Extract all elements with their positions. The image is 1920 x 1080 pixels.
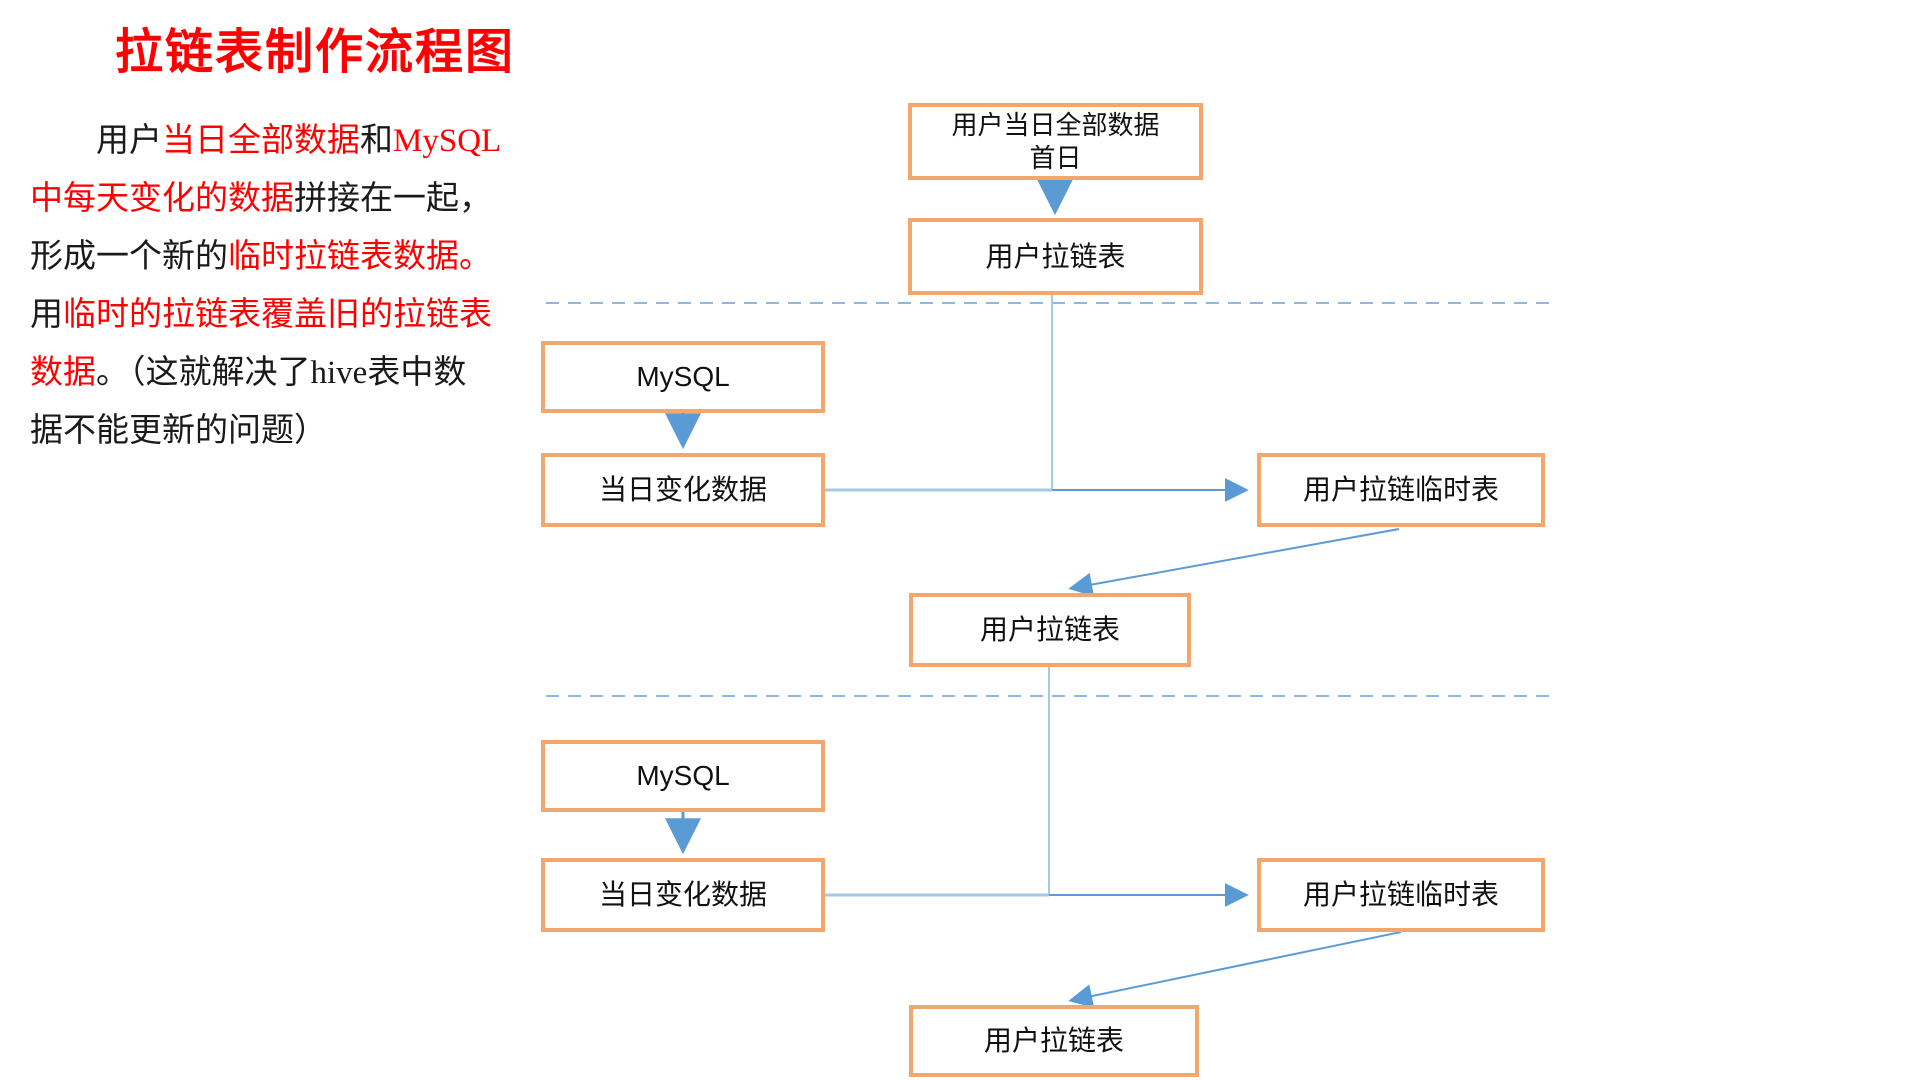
flow-box-label: MySQL (636, 361, 730, 392)
flow-box-label: 用户拉链表 (985, 240, 1126, 272)
text-run-emphasis: MySQL (393, 123, 502, 159)
text-run-emphasis: 当日全部数据 (162, 123, 360, 159)
flow-box-label: 用户拉链表 (983, 1025, 1124, 1056)
text-run-emphasis: 中每天变化的数据 (30, 181, 294, 217)
text-run-emphasis: 数据 (30, 355, 96, 391)
flow-box-zipper-table-3: 用户拉链表 (909, 1005, 1199, 1077)
paragraph-line-1: 用户当日全部数据和MySQL (30, 112, 550, 170)
flow-box-temp-table-1: 用户拉链临时表 (1257, 453, 1545, 527)
paragraph-line-3: 形成一个新的临时拉链表数据。 (30, 228, 550, 286)
text-run-emphasis: 临时拉链表数据。 (228, 239, 492, 275)
paragraph-line-6: 据不能更新的问题） (30, 402, 550, 460)
flow-box-label: MySQL (636, 760, 730, 791)
paragraph-line-5: 数据。（这就解决了hive表中数 (30, 344, 550, 402)
description-paragraph: 用户当日全部数据和MySQL 中每天变化的数据拼接在一起， 形成一个新的临时拉链… (30, 112, 550, 460)
flow-box-label: 当日变化数据 (598, 879, 767, 910)
flow-box-label: 当日变化数据 (598, 474, 767, 505)
flow-box-temp-table-2: 用户拉链临时表 (1257, 858, 1545, 932)
text-run: 和 (360, 123, 393, 159)
flow-box-label-line2: 首日 (1029, 142, 1082, 173)
text-run: 据不能更新的问题） (30, 413, 327, 449)
flow-box-daily-change-2: 当日变化数据 (541, 858, 825, 932)
text-run: 。（这就解决了hive表中数 (96, 355, 467, 391)
flow-box-mysql-2: MySQL (541, 740, 825, 812)
flow-box-label: 用户拉链表 (979, 614, 1120, 645)
flow-box-label: 用户拉链临时表 (1302, 879, 1499, 910)
text-run: 用 (30, 297, 63, 333)
flow-box-label-line1: 用户当日全部数据 (951, 109, 1160, 140)
text-run: 拼接在一起， (294, 181, 492, 217)
flow-box-first-day-data: 用户当日全部数据 首日 (908, 103, 1203, 180)
flow-box-daily-change-1: 当日变化数据 (541, 453, 825, 527)
flow-box-zipper-table-2: 用户拉链表 (909, 593, 1191, 667)
text-run: 用户 (96, 123, 162, 159)
flow-box-zipper-table-1: 用户拉链表 (908, 218, 1203, 295)
arrow-temp1-to-zipper2 (1068, 528, 1400, 597)
text-run-emphasis: 临时的拉链表覆盖旧的拉链表 (63, 297, 492, 333)
flow-box-mysql-1: MySQL (541, 341, 825, 413)
text-run: 形成一个新的 (30, 239, 228, 275)
flow-box-label: 用户拉链临时表 (1302, 474, 1499, 505)
arrow-temp2-to-zipper3 (1068, 931, 1402, 1008)
paragraph-line-4: 用临时的拉链表覆盖旧的拉链表 (30, 286, 550, 344)
page-title: 拉链表制作流程图 (115, 26, 516, 79)
paragraph-line-2: 中每天变化的数据拼接在一起， (30, 170, 550, 228)
flow-box-label: 用户当日全部数据 首日 (951, 109, 1159, 175)
